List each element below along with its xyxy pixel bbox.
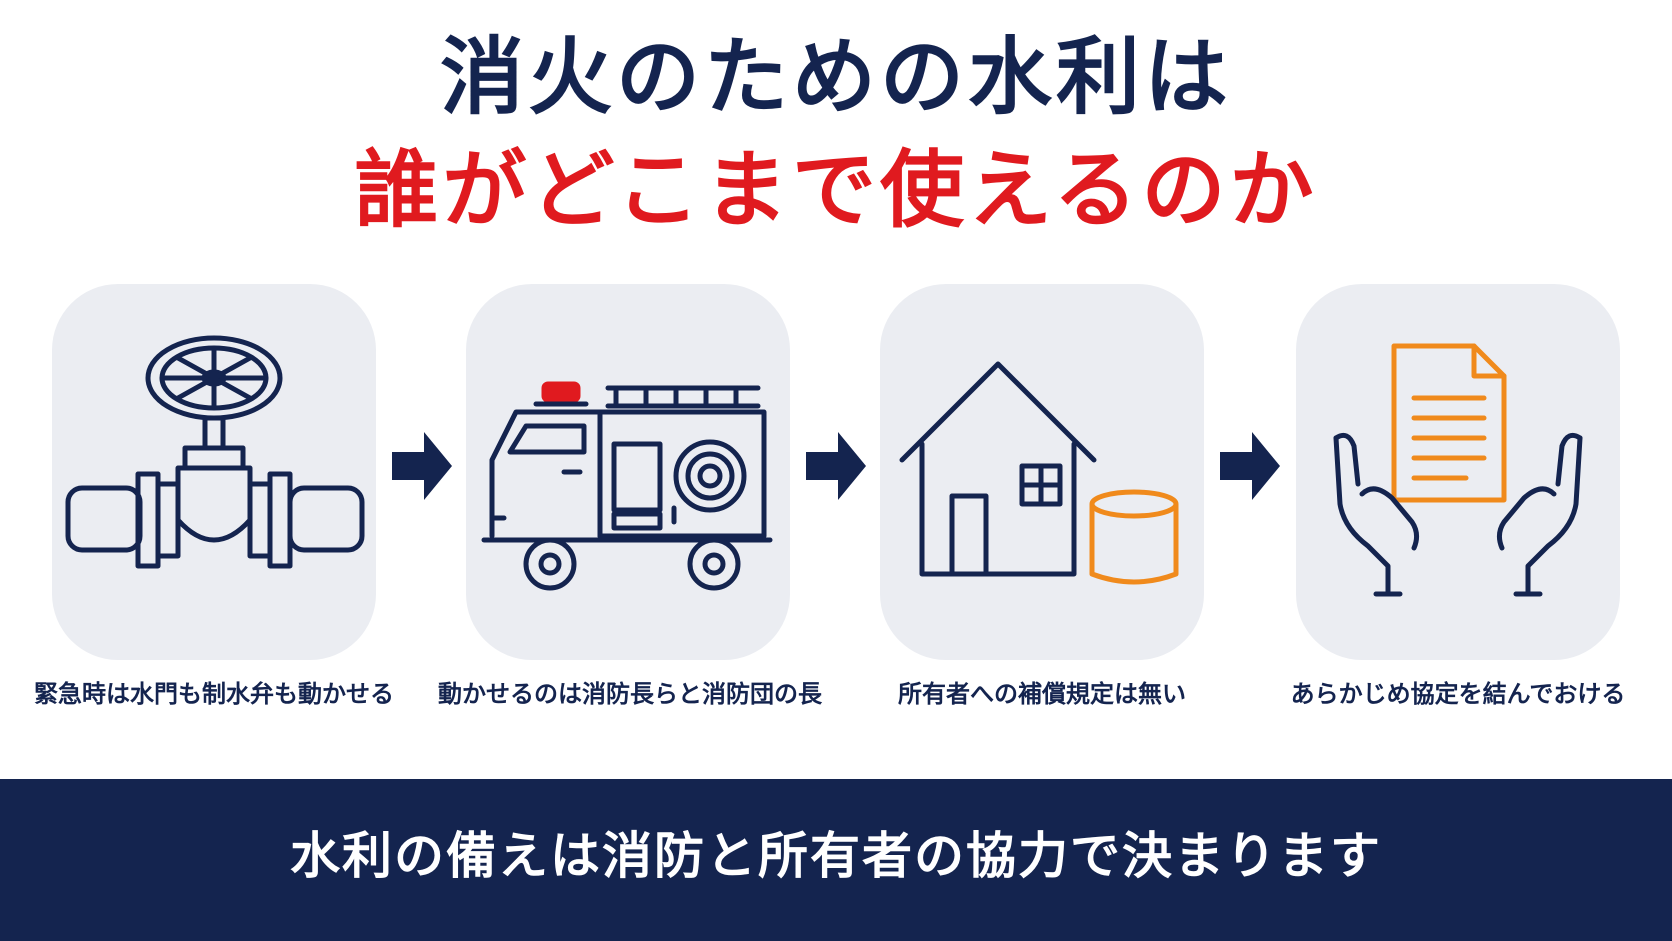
step-caption-3: 所有者への補償規定は無い: [898, 680, 1186, 708]
step-caption-2: 動かせるのは消防長らと消防団の長: [438, 680, 822, 708]
footer-text: 水利の備えは消防と所有者の協力で決まります: [290, 827, 1382, 885]
arrow-right-icon: [1220, 432, 1280, 500]
step-caption-1: 緊急時は水門も制水弁も動かせる: [34, 680, 394, 708]
step-card-house: [880, 284, 1204, 660]
house-water-tank-icon: [899, 361, 1179, 585]
title-line-2: 誰がどこまで使えるのか: [354, 141, 1318, 239]
fire-truck-icon: [481, 381, 773, 591]
hands-document-icon: [1333, 343, 1583, 597]
arrow-right-icon: [806, 432, 866, 500]
step-card-agreement: [1296, 284, 1620, 660]
arrow-right-icon: [392, 432, 452, 500]
valve-pipe-icon: [65, 335, 365, 569]
step-card-fire-truck: [466, 284, 790, 660]
footer-banner: 水利の備えは消防と所有者の協力で決まります: [0, 779, 1672, 941]
step-card-valve: [52, 284, 376, 660]
step-caption-4: あらかじめ協定を結んでおける: [1290, 680, 1626, 708]
title-line-1: 消火のための水利は: [439, 28, 1232, 126]
